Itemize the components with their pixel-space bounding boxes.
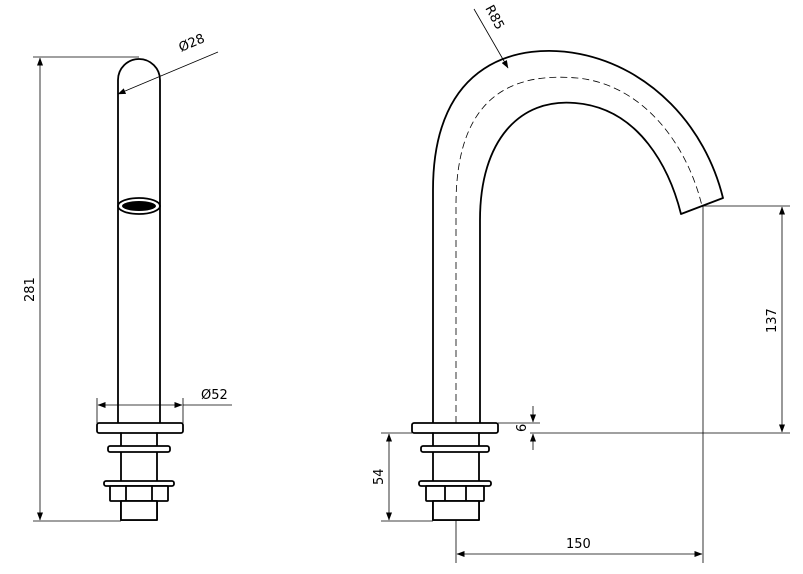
total-height-label: 281 bbox=[23, 277, 38, 302]
spout-body bbox=[432, 50, 724, 424]
spout-centerline bbox=[455, 76, 703, 423]
top-diameter-dimension: Ø28 bbox=[117, 31, 219, 95]
front-view bbox=[96, 58, 184, 521]
front-nut bbox=[109, 485, 169, 502]
base-diameter-label: Ø52 bbox=[201, 388, 228, 403]
plate-thickness-dimension: 6 bbox=[498, 406, 540, 450]
spout-reach-dimension: 150 bbox=[455, 206, 704, 563]
front-column bbox=[117, 58, 161, 424]
top-diameter-label: Ø28 bbox=[177, 31, 208, 55]
spout-height-dimension: 137 bbox=[530, 205, 790, 434]
side-base-plate bbox=[411, 422, 499, 434]
total-height-dimension: 281 bbox=[23, 56, 139, 522]
spout-height-label: 137 bbox=[765, 308, 780, 333]
side-shank-end bbox=[432, 500, 480, 521]
thread-length-dimension: 54 bbox=[372, 432, 433, 522]
aerator-outlet-inner bbox=[122, 201, 156, 211]
side-view bbox=[411, 50, 724, 521]
front-washer bbox=[107, 445, 171, 453]
thread-length-label: 54 bbox=[372, 468, 387, 485]
side-nut bbox=[425, 485, 485, 502]
front-shank-end bbox=[120, 500, 158, 521]
front-base-plate bbox=[96, 422, 184, 434]
plate-thickness-label: 6 bbox=[515, 424, 530, 432]
base-diameter-dimension: Ø52 bbox=[96, 388, 232, 423]
side-washer bbox=[420, 445, 490, 453]
spout-reach-label: 150 bbox=[566, 537, 591, 552]
